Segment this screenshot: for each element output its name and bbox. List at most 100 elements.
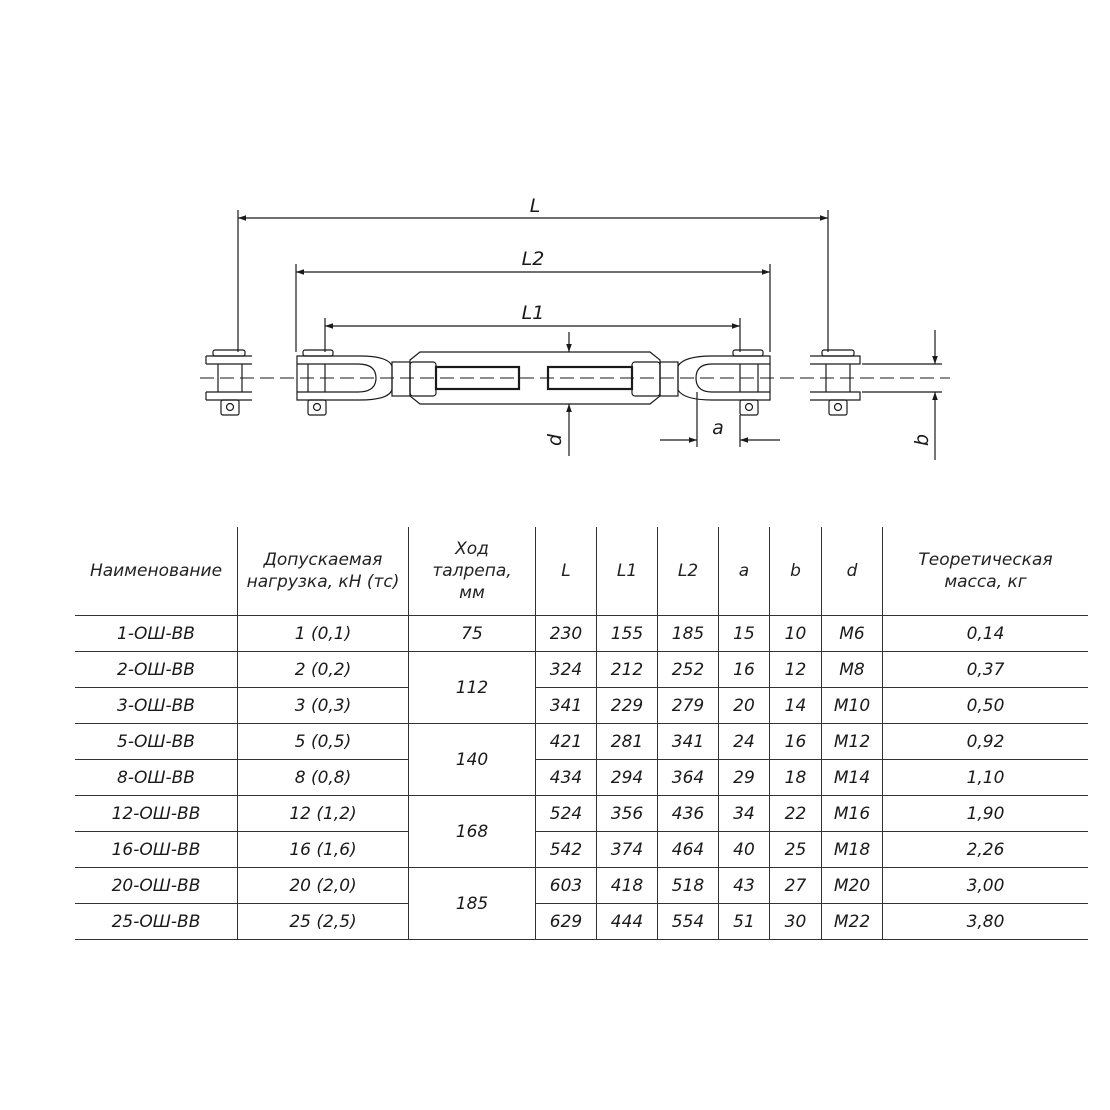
right-fork	[677, 349, 771, 416]
header-L1: L1	[596, 527, 658, 616]
dim-label-a: a	[712, 417, 724, 439]
header-a: a	[718, 527, 770, 616]
cell-l: 542	[535, 831, 597, 868]
cell-l1: 356	[596, 795, 658, 832]
cell-stroke: 75	[408, 615, 536, 652]
cell-a: 51	[718, 903, 770, 940]
cell-mass: 3,80	[882, 903, 1088, 940]
left-fork	[296, 349, 393, 416]
cell-l2: 518	[657, 867, 719, 904]
cell-d: M14	[821, 759, 883, 796]
cell-b: 16	[769, 723, 822, 760]
dim-label-d: d	[544, 433, 566, 446]
dim-label-b: b	[911, 434, 933, 446]
cell-mass: 0,37	[882, 651, 1088, 688]
header-name: Наименование	[75, 527, 238, 616]
cell-l2: 436	[657, 795, 719, 832]
header-L2: L2	[657, 527, 719, 616]
cell-load: 3 (0,3)	[237, 687, 409, 724]
cell-name: 1-ОШ-ВВ	[75, 615, 238, 652]
cell-load: 16 (1,6)	[237, 831, 409, 868]
cell-mass: 1,10	[882, 759, 1088, 796]
cell-mass: 2,26	[882, 831, 1088, 868]
cell-l2: 364	[657, 759, 719, 796]
cell-mass: 3,00	[882, 867, 1088, 904]
cell-stroke: 140	[408, 723, 536, 796]
cell-a: 20	[718, 687, 770, 724]
cell-a: 15	[718, 615, 770, 652]
cell-l1: 229	[596, 687, 658, 724]
cell-name: 20-ОШ-ВВ	[75, 867, 238, 904]
cell-name: 3-ОШ-ВВ	[75, 687, 238, 724]
cell-l1: 212	[596, 651, 658, 688]
cell-d: M8	[821, 651, 883, 688]
cell-a: 24	[718, 723, 770, 760]
header-L: L	[535, 527, 597, 616]
turnbuckle-body	[391, 351, 679, 405]
cell-d: M18	[821, 831, 883, 868]
cell-stroke: 168	[408, 795, 536, 868]
cell-l1: 418	[596, 867, 658, 904]
cell-l1: 155	[596, 615, 658, 652]
cell-b: 27	[769, 867, 822, 904]
cell-l1: 294	[596, 759, 658, 796]
cell-b: 22	[769, 795, 822, 832]
cell-name: 2-ОШ-ВВ	[75, 651, 238, 688]
cell-mass: 1,90	[882, 795, 1088, 832]
header-stroke: Ход талрепа, мм	[408, 527, 536, 616]
cell-name: 5-ОШ-ВВ	[75, 723, 238, 760]
cell-d: M10	[821, 687, 883, 724]
cell-a: 40	[718, 831, 770, 868]
cell-stroke: 185	[408, 867, 536, 940]
cell-load: 20 (2,0)	[237, 867, 409, 904]
left-outer-pin	[205, 349, 252, 416]
dim-a	[660, 392, 780, 447]
spec-table: Наименование Допускаемая нагрузка, кН (т…	[75, 527, 1088, 940]
cell-b: 10	[769, 615, 822, 652]
cell-d: M22	[821, 903, 883, 940]
cell-name: 8-ОШ-ВВ	[75, 759, 238, 796]
cell-l: 603	[535, 867, 597, 904]
table-header-row: Наименование Допускаемая нагрузка, кН (т…	[75, 527, 1088, 616]
cell-l1: 374	[596, 831, 658, 868]
cell-load: 12 (1,2)	[237, 795, 409, 832]
cell-l2: 554	[657, 903, 719, 940]
right-outer-pin	[810, 349, 861, 416]
cell-load: 5 (0,5)	[237, 723, 409, 760]
cell-name: 25-ОШ-ВВ	[75, 903, 238, 940]
cell-mass: 0,14	[882, 615, 1088, 652]
cell-a: 29	[718, 759, 770, 796]
header-b: b	[769, 527, 822, 616]
cell-b: 14	[769, 687, 822, 724]
dim-label-L: L	[530, 195, 541, 217]
header-mass: Теоретическая масса, кг	[882, 527, 1088, 616]
cell-l: 524	[535, 795, 597, 832]
cell-l: 341	[535, 687, 597, 724]
cell-d: M12	[821, 723, 883, 760]
cell-l: 629	[535, 903, 597, 940]
cell-mass: 0,92	[882, 723, 1088, 760]
cell-l1: 444	[596, 903, 658, 940]
cell-a: 34	[718, 795, 770, 832]
cell-a: 16	[718, 651, 770, 688]
dim-label-L2: L2	[522, 248, 545, 270]
cell-l1: 281	[596, 723, 658, 760]
cell-d: M20	[821, 867, 883, 904]
cell-load: 1 (0,1)	[237, 615, 409, 652]
cell-load: 8 (0,8)	[237, 759, 409, 796]
cell-l: 324	[535, 651, 597, 688]
cell-b: 30	[769, 903, 822, 940]
cell-b: 18	[769, 759, 822, 796]
dim-label-L1: L1	[522, 302, 545, 324]
header-load: Допускаемая нагрузка, кН (тс)	[237, 527, 409, 616]
cell-l2: 341	[657, 723, 719, 760]
cell-l: 434	[535, 759, 597, 796]
cell-name: 16-ОШ-ВВ	[75, 831, 238, 868]
